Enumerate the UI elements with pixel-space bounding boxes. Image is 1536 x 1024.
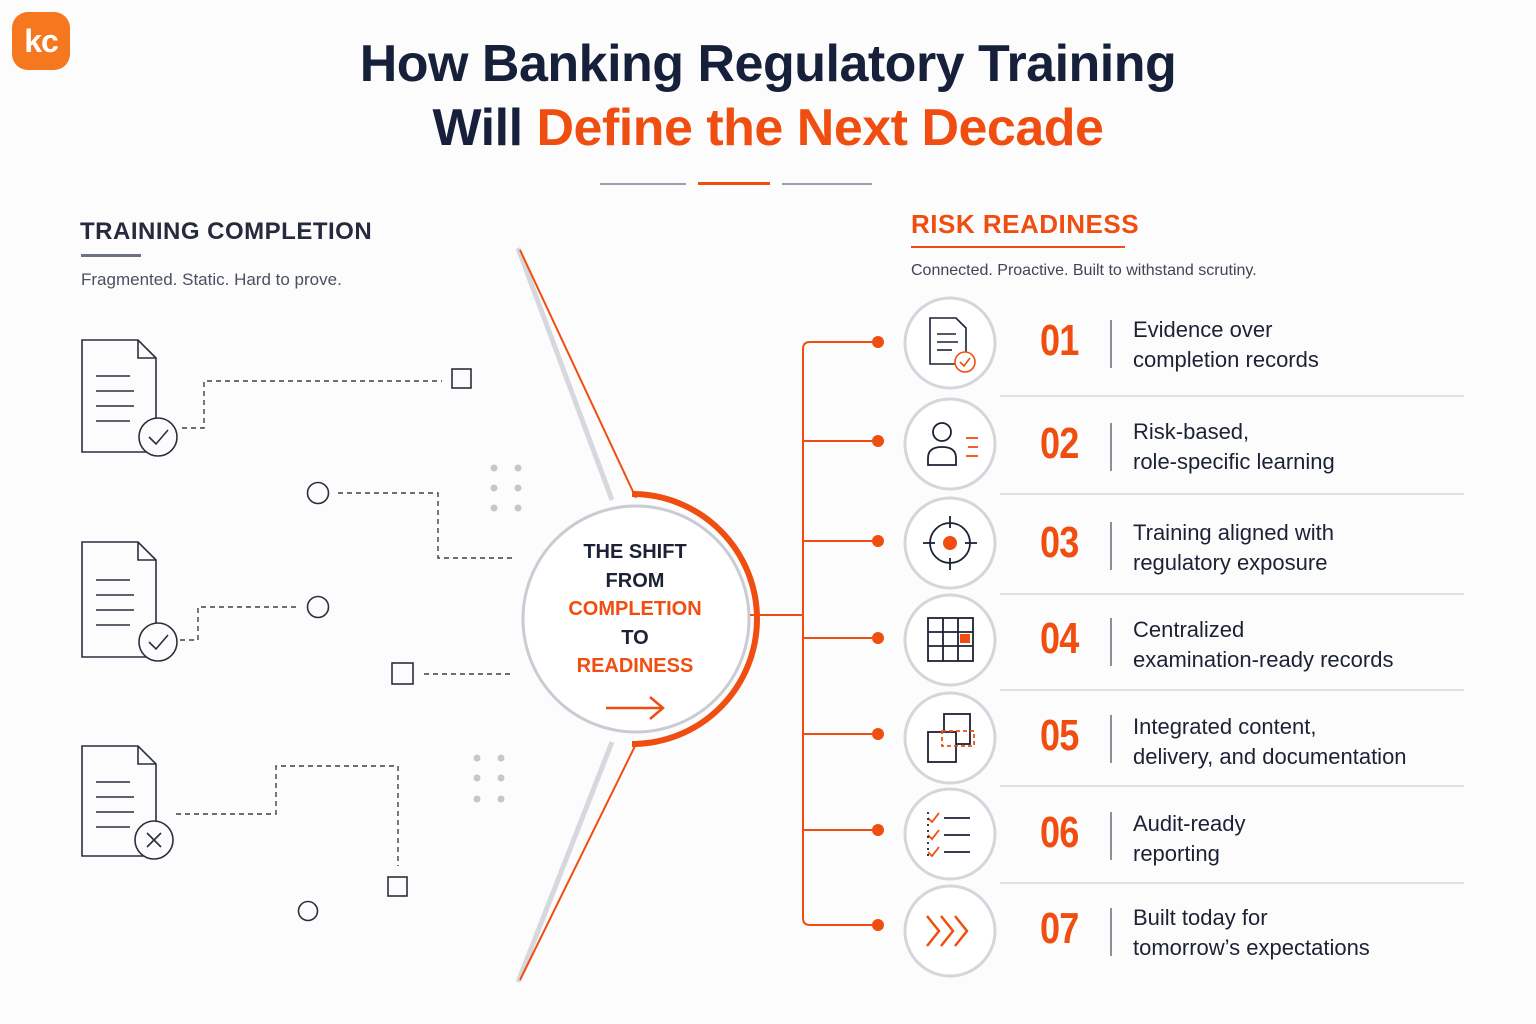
item-description: Audit-ready reporting <box>1133 809 1463 869</box>
checklist-icon <box>927 812 970 858</box>
training-completion-heading: TRAINING COMPLETION <box>80 218 373 245</box>
title-line-2: Will Define the Next Decade <box>0 96 1536 160</box>
title-prefix: Will <box>432 99 537 157</box>
item-number: 01 <box>1040 316 1079 365</box>
risk-readiness-subheading: Connected. Proactive. Built to withstand… <box>911 262 1257 279</box>
title-rule-middle <box>698 182 770 185</box>
document-cross <box>81 745 174 860</box>
bracket-connector <box>750 341 878 926</box>
shift-line-3: COMPLETION <box>568 598 702 620</box>
layers-icon <box>927 713 975 763</box>
item-separator <box>1110 320 1112 368</box>
shift-line-1: THE SHIFT <box>583 541 687 563</box>
item-line-2: delivery, and documentation <box>1133 744 1407 769</box>
item-separator <box>1110 522 1112 570</box>
item-line-1: Training aligned with <box>1133 520 1334 545</box>
item-line-1: Audit-ready <box>1133 811 1246 836</box>
readiness-item-01: 01 Evidence over completion records <box>0 296 1536 392</box>
item-separator <box>1110 908 1112 956</box>
scattered-shapes <box>297 368 472 922</box>
kc-logo: kc <box>12 12 70 70</box>
item-description: Training aligned with regulatory exposure <box>1133 518 1463 578</box>
left-heading-underline <box>81 254 141 257</box>
item-description: Built today for tomorrow’s expectations <box>1133 903 1463 963</box>
item-number: 07 <box>1040 904 1079 953</box>
item-line-2: tomorrow’s expectations <box>1133 935 1370 960</box>
item-separator <box>1110 618 1112 666</box>
target-icon <box>923 516 977 570</box>
readiness-item-03: 03 Training aligned with regulatory expos… <box>0 496 1536 592</box>
training-completion-subheading: Fragmented. Static. Hard to prove. <box>81 270 342 289</box>
item-description: Integrated content, delivery, and documen… <box>1133 712 1463 772</box>
item-line-2: regulatory exposure <box>1133 550 1328 575</box>
shift-label: THE SHIFT FROM COMPLETION TO READINESS <box>540 538 730 681</box>
shift-line-5: READINESS <box>576 655 694 677</box>
readiness-item-07: 07 Built today for tomorrow’s expectation… <box>0 884 1536 980</box>
center-circle <box>521 491 760 747</box>
row-dividers <box>1000 395 1464 884</box>
item-separator <box>1110 812 1112 860</box>
item-line-1: Built today for <box>1133 905 1268 930</box>
item-number: 03 <box>1040 518 1079 567</box>
item-description: Centralized examination-ready records <box>1133 615 1463 675</box>
risk-readiness-heading: RISK READINESS <box>911 209 1140 239</box>
readiness-item-05: 05 Integrated content, delivery, and docu… <box>0 691 1536 787</box>
fragmented-connectors <box>176 380 514 866</box>
page-title: How Banking Regulatory Training Will Def… <box>0 32 1536 160</box>
item-number: 04 <box>1040 614 1079 663</box>
grid-icon <box>927 617 974 662</box>
document-check-2 <box>81 541 178 662</box>
item-number: 02 <box>1040 419 1079 468</box>
title-rule-right <box>782 183 872 185</box>
item-line-1: Risk-based, <box>1133 419 1250 444</box>
chevrons-right-icon <box>926 915 969 947</box>
title-accent: Define the Next Decade <box>536 99 1104 157</box>
shift-line-4: TO <box>621 626 649 649</box>
item-number: 06 <box>1040 808 1079 857</box>
item-description: Risk-based, role-specific learning <box>1133 417 1463 477</box>
title-line-1: How Banking Regulatory Training <box>359 35 1177 93</box>
title-rule-left <box>600 183 686 185</box>
item-line-1: Evidence over <box>1133 317 1273 342</box>
item-number: 05 <box>1040 711 1079 760</box>
user-list-icon <box>927 422 978 466</box>
document-check-icon <box>929 317 976 373</box>
item-separator <box>1110 423 1112 471</box>
item-line-1: Centralized <box>1133 617 1245 642</box>
funnel-lines <box>515 247 637 983</box>
item-line-2: reporting <box>1133 841 1220 866</box>
dot-grid <box>473 464 522 803</box>
item-line-2: role-specific learning <box>1133 449 1335 474</box>
item-description: Evidence over completion records <box>1133 315 1463 375</box>
item-line-2: completion records <box>1133 347 1319 372</box>
document-check-1 <box>81 339 178 457</box>
readiness-item-06: 06 Audit-ready reporting <box>0 787 1536 883</box>
right-heading-underline <box>911 246 1125 248</box>
item-line-2: examination-ready records <box>1133 647 1394 672</box>
item-line-1: Integrated content, <box>1133 714 1317 739</box>
arrow-right-icon <box>606 696 665 720</box>
readiness-item-02: 02 Risk-based, role-specific learning <box>0 397 1536 493</box>
readiness-item-04: 04 Centralized examination-ready records <box>0 594 1536 690</box>
bracket-dots <box>872 336 884 931</box>
item-separator <box>1110 715 1112 763</box>
shift-line-2: FROM <box>605 569 665 592</box>
